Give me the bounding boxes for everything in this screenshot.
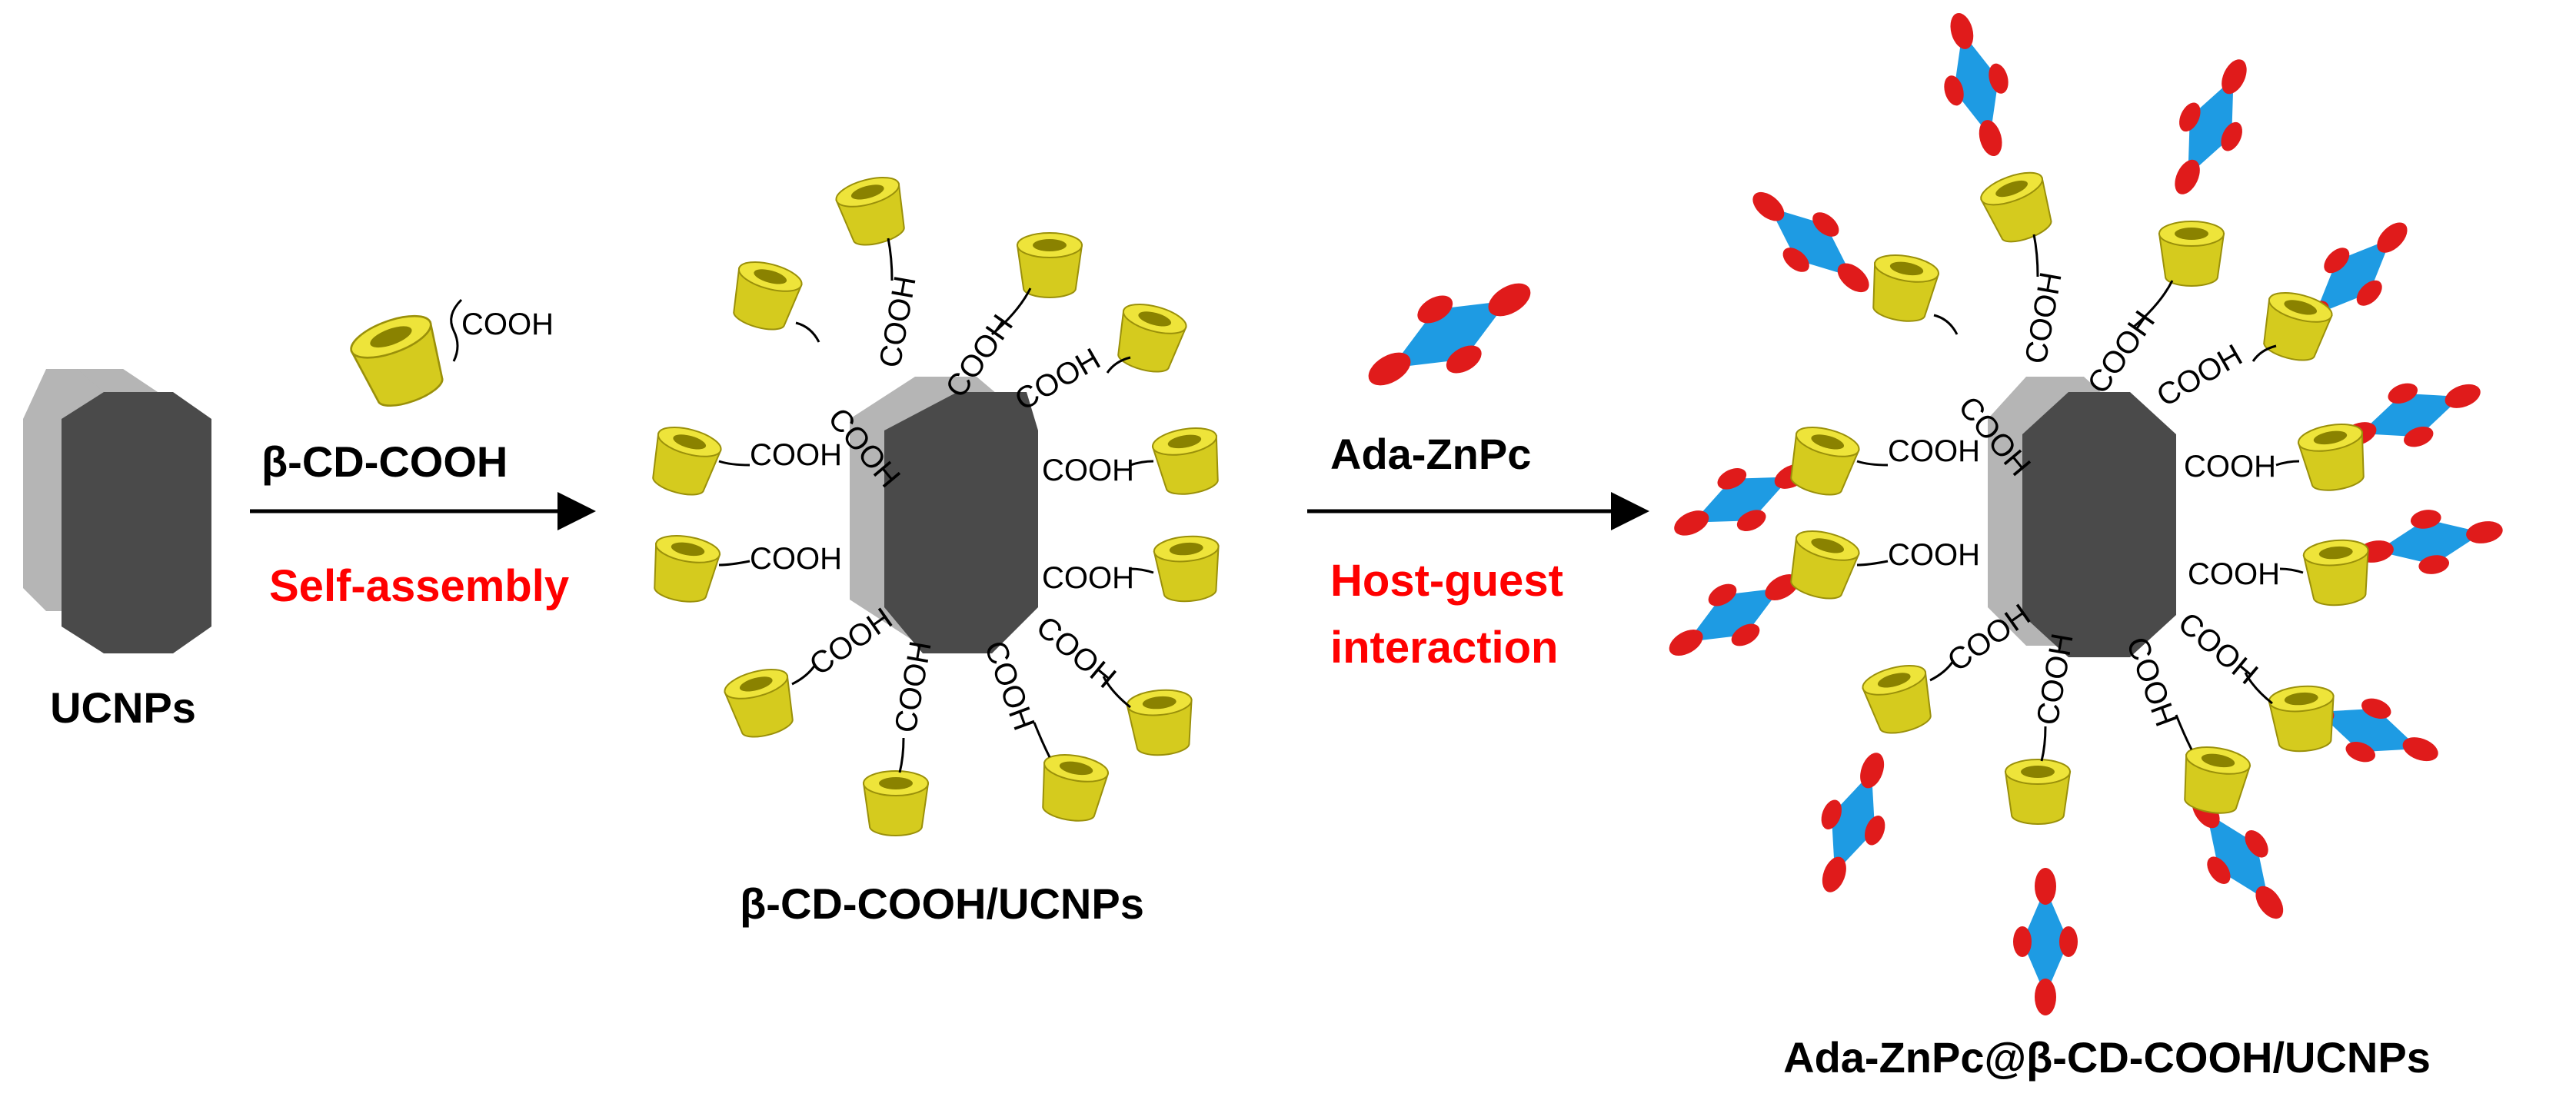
cooh-label: COOH [2120,633,2183,731]
znpc-icon [2013,868,2078,1015]
cooh-label: COOH [2019,270,2068,367]
step2-reagent-label: Ada-ZnPc [1330,430,1531,478]
znpc-icon [2150,46,2271,208]
cooh-label: COOH [1042,561,1134,595]
cd-ring-icon [1859,659,1940,740]
cd-ring-icon [1109,297,1190,379]
cooh-label: COOH [750,542,842,576]
cooh-label: COOH [1888,434,1980,468]
cd-ring-icon [1150,423,1226,500]
cd-ring-icon [832,171,914,252]
step1-reagent-label: β-CD-COOH [261,437,508,486]
cd-ring-icon [644,420,725,502]
cooh-label: COOH [2184,450,2276,484]
cd-ring-icon [646,530,723,607]
cd-ring-icon [2301,537,2374,609]
cooh-label: COOH [889,639,938,736]
cd-ring-icon [1017,232,1083,298]
step2-process-label-line1: Host-guest [1330,556,1563,606]
linker-group-stage3 [1856,234,2304,762]
final-nanoparticle-icon [1988,377,2176,657]
cd-ring-icon [1782,524,1863,606]
cooh-label: COOH [1042,454,1134,487]
cooh-label-group-stage2: COOH COOH COOH COOH COOH COOH COOH COOH … [750,274,1134,736]
linker-group-stage2 [718,238,1154,773]
cd-ring-icon [724,255,806,337]
ucnp-nanoparticle-icon [23,369,211,653]
cd-ring-icon [1152,533,1224,605]
cd-ring-icon [1865,250,1942,327]
znpc-icon [1653,550,1815,680]
cd-ring-icon [1125,686,1197,759]
cooh-label: COOH [2188,557,2280,591]
cd-ucnp-nanoparticle-icon [850,377,1038,653]
cooh-label: COOH [978,636,1041,735]
linker-icon [450,298,463,362]
cd-ring-icon [2005,759,2071,825]
cooh-label: COOH [2152,338,2248,414]
cooh-label: COOH [1010,342,1107,417]
ucnps-label: UCNPs [50,683,196,732]
znpc-icon [2351,497,2508,587]
cd-ring-icon [2176,742,2253,819]
intermediate-label: β-CD-COOH/UCNPs [740,879,1144,928]
cd-ring-icon [2267,683,2339,755]
znpc-icon [1925,5,2027,165]
cooh-label: COOH [804,602,899,683]
ada-znpc-icon [1349,253,1550,416]
cooh-label: COOH [750,438,842,472]
beta-cd-cooh-icon [344,306,455,417]
cooh-label: COOH [1030,610,1122,695]
cd-ring-icon [863,770,929,836]
cd-ring-icon [1782,420,1863,502]
cd-ring-icon [1976,165,2061,250]
cooh-label: COOH [874,274,923,371]
step1-reagent-cooh-label: COOH [461,307,554,341]
cooh-label: COOH [2172,606,2264,691]
cd-ring-icon [2158,221,2225,287]
cooh-label: COOH [1888,538,1980,572]
cd-ring-icon [721,663,802,744]
final-product-label: Ada-ZnPc@β-CD-COOH/UCNPs [1783,1033,2431,1082]
cooh-label: COOH [2081,305,2162,400]
step1-process-label: Self-assembly [269,561,569,611]
znpc-icon [1733,170,1889,314]
cd-ring-icon [1034,749,1111,826]
cd-ring-icon [2295,419,2372,496]
znpc-icon [1797,742,1909,903]
step2-process-label-line2: interaction [1330,623,1559,673]
